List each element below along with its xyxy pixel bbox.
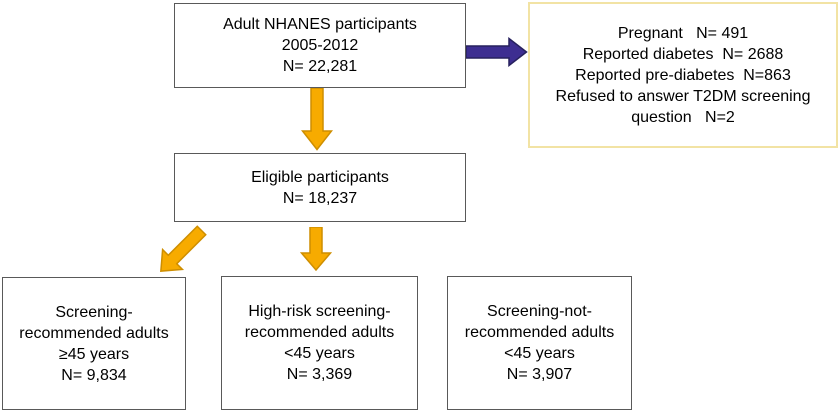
box-line: Reported pre-diabetes N=863 — [575, 66, 791, 84]
box-line: N= 3,907 — [506, 366, 573, 383]
screening-recommended-box: Screening- recommended adults ≥45 years … — [2, 277, 186, 410]
exclusion-box: Pregnant N= 491 Reported diabetes N= 268… — [528, 2, 838, 148]
down-arrow-icon — [300, 227, 332, 271]
box-line: Refused to answer T2DM screening — [555, 87, 811, 105]
box-line: High-risk screening- — [248, 303, 391, 320]
box-line: Screening- — [55, 303, 133, 321]
right-arrow-icon — [466, 37, 528, 67]
box-line: Eligible participants — [251, 168, 389, 186]
box-line: N= 22,281 — [282, 58, 358, 75]
eligible-participants-box: Eligible participants N= 18,237 — [174, 153, 466, 222]
high-risk-screening-recommended-box: High-risk screening- recommended adults … — [221, 276, 418, 410]
diagonal-down-left-arrow-icon — [160, 225, 207, 272]
box-line: recommended adults — [464, 324, 615, 341]
box-line: Screening-not- — [487, 303, 592, 320]
box-line: 2005-2012 — [281, 37, 359, 54]
box-line: recommended adults — [19, 324, 169, 342]
box-line: <45 years — [504, 345, 575, 362]
box-line: recommended adults — [244, 324, 395, 341]
box-line: Reported diabetes N= 2688 — [582, 45, 784, 63]
box-line: N= 3,369 — [286, 366, 353, 383]
top-box-adult-nhanes-participants: Adult NHANES participants 2005-2012 N= 2… — [174, 3, 466, 88]
box-line: N= 18,237 — [282, 189, 358, 207]
screening-not-recommended-box: Screening-not- recommended adults <45 ye… — [447, 276, 632, 410]
box-line: Adult NHANES participants — [223, 16, 417, 33]
box-line: ≥45 years — [58, 345, 130, 363]
down-arrow-icon — [301, 88, 333, 151]
box-line: question N=2 — [631, 108, 735, 126]
box-line: Pregnant N= 491 — [617, 24, 749, 42]
box-line: N= 9,834 — [61, 366, 127, 384]
box-line: <45 years — [284, 345, 355, 362]
